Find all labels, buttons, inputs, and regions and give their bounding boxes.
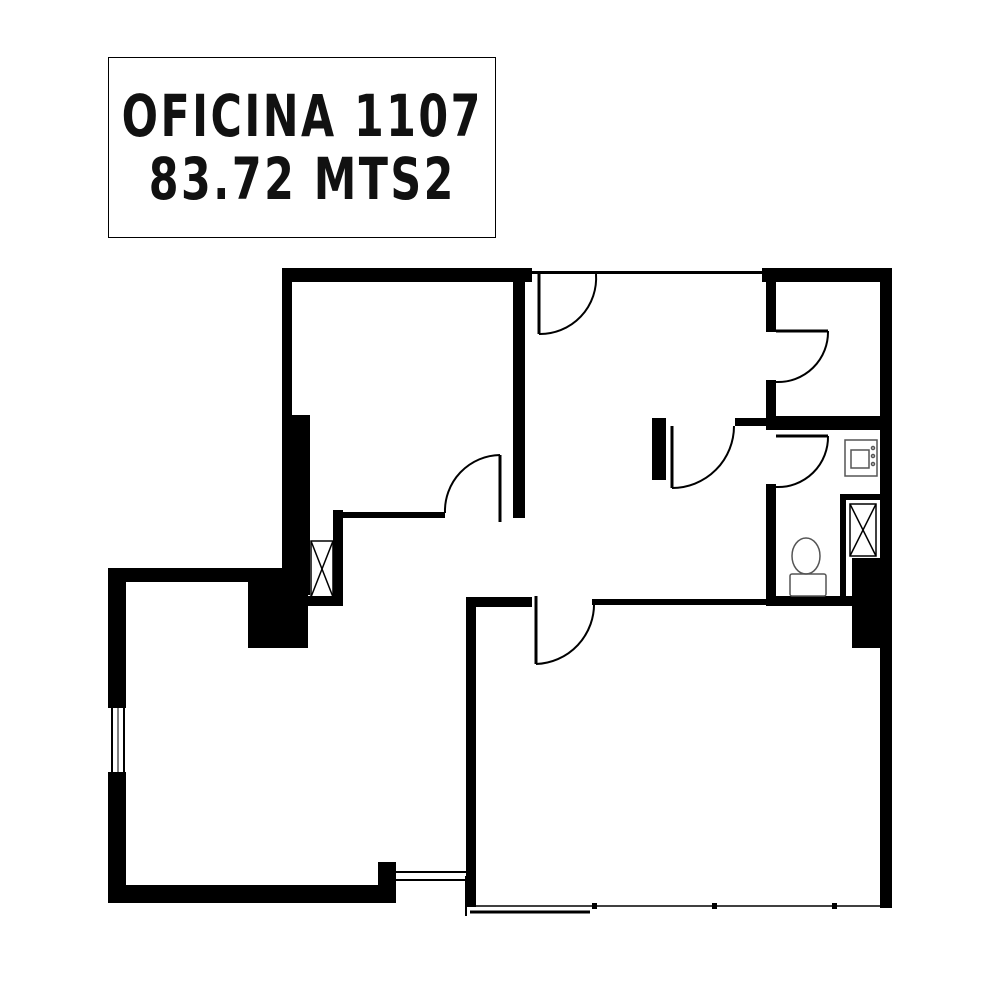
wall-left-exterior-bottom — [108, 772, 126, 902]
sink-basin — [850, 449, 870, 469]
wall-closet-left-top — [766, 280, 776, 332]
wall-right-room-left — [466, 597, 476, 907]
wall-shaft-hall-bottom — [305, 596, 343, 606]
wall-bath-left — [766, 484, 776, 604]
window-mark-1 — [592, 903, 597, 909]
toilet-icon — [791, 537, 821, 575]
door-bath-swing — [775, 435, 830, 489]
wall-pillar-hall — [652, 418, 666, 480]
shafts — [310, 503, 877, 598]
unit-name: OFICINA 1107 — [121, 81, 483, 150]
wall-right-upper-room — [513, 268, 525, 518]
window-marks — [592, 903, 837, 909]
window-mark-2 — [712, 903, 717, 909]
door-upper-room-swing — [443, 454, 501, 514]
wall-big-room-bottom — [108, 885, 396, 903]
shaft-bath — [849, 503, 877, 557]
windows — [111, 708, 888, 916]
walls — [108, 268, 892, 908]
wall-right-room-top-left — [466, 597, 532, 607]
wall-shaft-left — [840, 494, 846, 598]
wall-column-big-room — [248, 570, 308, 648]
wall-column-left — [286, 415, 310, 595]
shaft-hall — [310, 540, 334, 598]
door-entrance-swing — [538, 273, 598, 336]
window-mark-3 — [832, 903, 837, 909]
wall-bottom-pillar — [378, 862, 396, 902]
wall-bath-bottom — [766, 596, 880, 606]
fixtures — [789, 439, 878, 597]
sink-tap-c — [870, 461, 876, 467]
wall-top-left — [282, 268, 532, 282]
wall-right-room-top-right — [592, 599, 768, 605]
door-right-room-swing — [535, 601, 596, 665]
toilet-tank — [789, 573, 827, 597]
shaft-hall-cross-b — [310, 540, 334, 598]
wall-shaft-top — [840, 494, 880, 500]
doors — [443, 272, 830, 665]
wall-top-right — [762, 268, 892, 282]
wall-upper-room-bottom — [340, 512, 445, 518]
shaft-bath-cross-b — [849, 503, 877, 557]
wall-shaft-hall-right — [333, 510, 343, 605]
wall-closet-left-bottom — [766, 380, 776, 430]
wall-closet-bath-divider — [766, 416, 882, 430]
wall-stub-door — [735, 418, 767, 426]
sink-tap-b — [870, 453, 876, 459]
door-hall-swing — [671, 425, 735, 489]
title-box: OFICINA 1107 83.72 MTS2 — [108, 57, 496, 238]
sink-icon — [844, 439, 878, 477]
sink-tap-a — [870, 445, 876, 451]
wall-right-exterior — [880, 268, 892, 908]
wall-left-exterior-top — [108, 568, 126, 708]
door-closet-swing — [775, 330, 830, 384]
unit-area: 83.72 MTS2 — [148, 144, 456, 213]
wall-top-mid-thin — [532, 271, 764, 274]
